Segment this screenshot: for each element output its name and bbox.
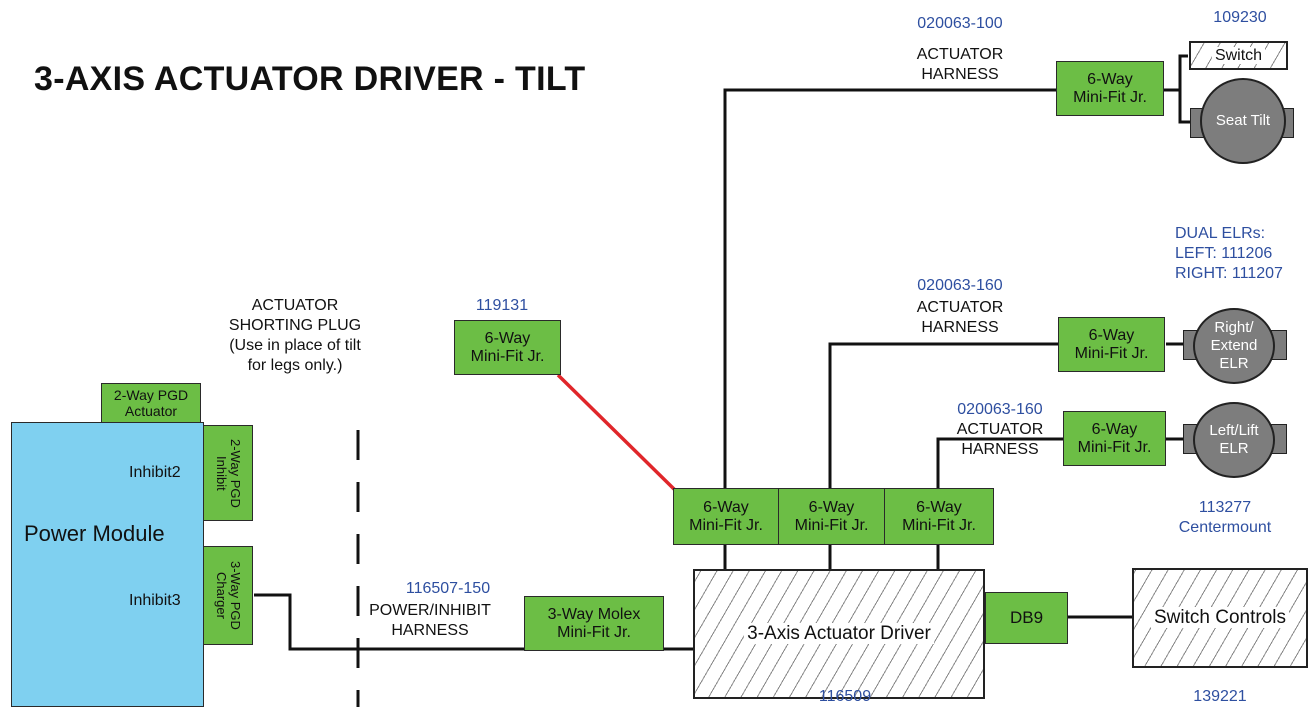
- left-elr-motor: Left/Lift ELR: [1193, 402, 1275, 478]
- seat-tilt-motor: Seat Tilt: [1200, 78, 1286, 164]
- tilt-harness-wire: [723, 88, 1057, 488]
- dual-elrs-label: DUAL ELRs: LEFT: 111206 RIGHT: 111207: [1175, 225, 1283, 282]
- tilt-harness-part: 020063-100: [917, 15, 1003, 32]
- seat-tilt-part: 109230: [1213, 9, 1267, 26]
- elr-harness-2-label: ACTUATOR HARNESS: [956, 421, 1044, 458]
- right-elr-connector: 6-Way Mini-Fit Jr.: [1058, 317, 1165, 372]
- molex-connector: 3-Way Molex Mini-Fit Jr.: [524, 596, 664, 651]
- elr-harness-2-wire: [936, 437, 1063, 488]
- shorting-plug-connector: 6-Way Mini-Fit Jr.: [454, 320, 561, 375]
- driver-connector-1: 6-Way Mini-Fit Jr.: [673, 488, 779, 545]
- diagram-title: 3-AXIS ACTUATOR DRIVER - TILT: [34, 60, 586, 98]
- elr-harness-2-part: 020063-160: [957, 401, 1043, 418]
- tilt-connector: 6-Way Mini-Fit Jr.: [1056, 61, 1164, 116]
- switch-controls-box: Switch Controls: [1132, 568, 1308, 668]
- switch-controls-label: Switch Controls: [1151, 607, 1289, 628]
- actuator-driver-box: 3-Axis Actuator Driver: [693, 569, 985, 699]
- inhibit2-label: Inhibit2: [129, 464, 181, 481]
- elr-harness-1-part: 020063-160: [917, 277, 1003, 294]
- centermount-label: 113277 Centermount: [1178, 499, 1272, 536]
- inhibit3-label: Inhibit3: [129, 592, 181, 609]
- actuator-driver-part: 116509: [818, 688, 872, 705]
- driver-connector-2: 6-Way Mini-Fit Jr.: [778, 488, 885, 545]
- driver-connector-3: 6-Way Mini-Fit Jr.: [884, 488, 994, 545]
- seat-tilt-switch: Switch: [1189, 41, 1288, 70]
- seat-tilt-branch: [1178, 54, 1192, 124]
- pgd-inhibit-connector: 2-Way PGD Inhibit: [203, 425, 253, 521]
- power-module-label: Power Module: [24, 521, 165, 546]
- actuator-driver-label: 3-Axis Actuator Driver: [744, 623, 934, 644]
- elr-harness-1-wire: [828, 342, 1058, 488]
- power-module: Inhibit2 Power Module Inhibit3: [11, 422, 204, 707]
- pgd-charger-connector: 3-Way PGD Charger: [203, 546, 253, 645]
- switch-controls-part: 139221: [1193, 688, 1247, 705]
- power-harness-part: 116507-150: [405, 580, 491, 597]
- right-elr-motor: Right/ Extend ELR: [1193, 308, 1275, 384]
- elr-harness-1-label: ACTUATOR HARNESS: [916, 299, 1004, 336]
- left-elr-connector: 6-Way Mini-Fit Jr.: [1063, 411, 1166, 466]
- shorting-plug-red-wire: [556, 373, 677, 492]
- power-harness-wire: [254, 593, 524, 651]
- tilt-harness-label: ACTUATOR HARNESS: [916, 46, 1004, 83]
- shorting-plug-label: ACTUATOR SHORTING PLUG (Use in place of …: [228, 297, 362, 374]
- shorting-plug-part: 119131: [475, 297, 529, 314]
- power-harness-label: POWER/INHIBIT HARNESS: [369, 602, 491, 639]
- db9-connector: DB9: [985, 592, 1068, 644]
- pgd-actuator-connector: 2-Way PGD Actuator: [101, 383, 201, 423]
